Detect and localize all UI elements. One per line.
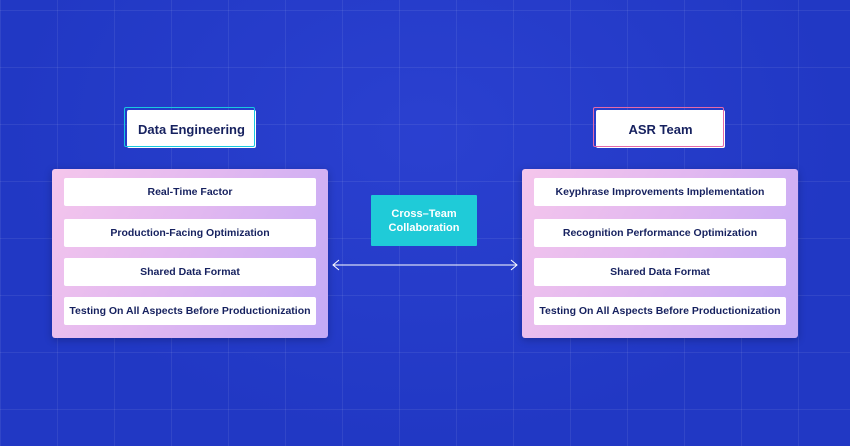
data-engineering-title: Data Engineering (124, 107, 256, 148)
list-item: Testing On All Aspects Before Production… (534, 297, 786, 325)
asr-team-title: ASR Team (593, 107, 725, 148)
list-item: Keyphrase Improvements Implementation (534, 178, 786, 206)
asr-team-panel: Keyphrase Improvements Implementation Re… (522, 169, 798, 338)
collab-label-line2: Collaboration (388, 221, 460, 234)
cross-team-collaboration-box: Cross–Team Collaboration (371, 195, 477, 246)
list-item: Real-Time Factor (64, 178, 316, 206)
double-headed-arrow-icon (332, 259, 518, 271)
data-engineering-panel: Real-Time Factor Production-Facing Optim… (52, 169, 328, 338)
collab-label-line1: Cross–Team (391, 207, 457, 220)
list-item: Testing On All Aspects Before Production… (64, 297, 316, 325)
team-title-label: Data Engineering (138, 121, 245, 137)
list-item: Shared Data Format (64, 258, 316, 286)
team-title-label: ASR Team (628, 121, 693, 137)
list-item: Recognition Performance Optimization (534, 219, 786, 247)
list-item: Shared Data Format (534, 258, 786, 286)
list-item: Production-Facing Optimization (64, 219, 316, 247)
